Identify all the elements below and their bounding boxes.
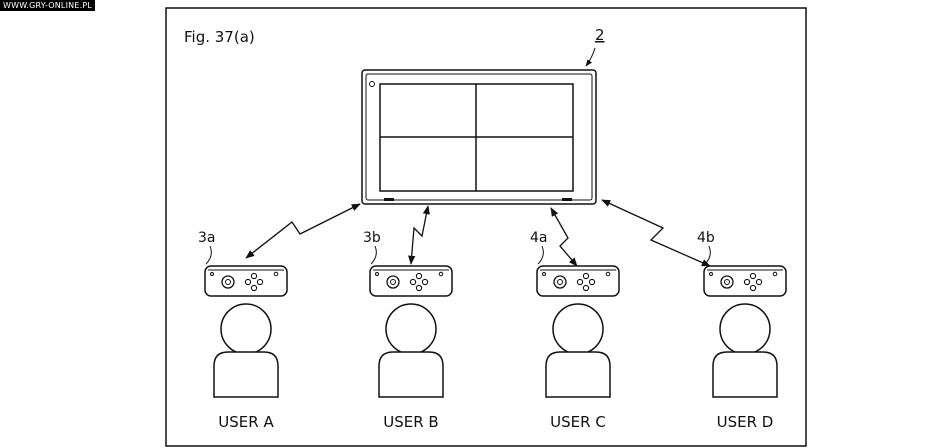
face-button-icon	[582, 272, 590, 280]
user-body	[712, 351, 778, 398]
controller	[536, 265, 620, 297]
face-button-icon	[256, 278, 264, 286]
face-button-icon	[250, 272, 258, 280]
face-button-icon	[415, 272, 423, 280]
wireless-link-b	[408, 205, 430, 265]
ref-leader-line	[205, 245, 212, 265]
user-label: USER D	[717, 413, 774, 431]
face-button-icon	[755, 278, 763, 286]
wireless-link-c	[550, 207, 578, 267]
face-button-icon	[415, 284, 423, 292]
small-button-icon	[438, 271, 444, 277]
small-button-icon	[772, 271, 778, 277]
wireless-link-a	[245, 203, 361, 259]
user-body	[378, 351, 444, 398]
small-button-icon	[605, 271, 611, 277]
user-body	[545, 351, 611, 398]
small-button-icon	[273, 271, 279, 277]
user-figure	[545, 303, 611, 398]
user-head	[220, 303, 272, 355]
figure-frame	[165, 7, 807, 447]
user-label: USER A	[218, 413, 274, 431]
face-button-icon	[576, 278, 584, 286]
analog-stick-icon	[720, 275, 734, 289]
controller	[369, 265, 453, 297]
face-button-icon	[749, 284, 757, 292]
analog-stick-icon	[553, 275, 567, 289]
ref-leader-line	[704, 245, 711, 265]
user-label: USER C	[550, 413, 606, 431]
analog-stick-icon	[386, 275, 400, 289]
controller-ref-label: 4a	[530, 230, 548, 246]
ref-leader-line	[370, 245, 377, 265]
face-button-icon	[582, 284, 590, 292]
controller-ref-label: 3a	[198, 230, 216, 246]
controller-ref-label: 3b	[363, 230, 381, 246]
figure-label: Fig. 37(a)	[184, 28, 255, 46]
user-figure	[378, 303, 444, 398]
face-button-icon	[244, 278, 252, 286]
wireless-link-d	[601, 199, 711, 267]
controller-ref-label: 4b	[697, 230, 715, 246]
face-button-icon	[588, 278, 596, 286]
console-ref-leader	[585, 47, 596, 67]
face-button-icon	[421, 278, 429, 286]
face-button-icon	[743, 278, 751, 286]
ref-leader-line	[537, 245, 544, 265]
user-head	[552, 303, 604, 355]
user-head	[385, 303, 437, 355]
analog-stick-icon	[221, 275, 235, 289]
user-label: USER B	[383, 413, 438, 431]
controller	[204, 265, 288, 297]
site-watermark: WWW.GRY-ONLINE.PL	[0, 0, 96, 11]
game-console	[361, 69, 597, 205]
controller	[703, 265, 787, 297]
user-figure	[712, 303, 778, 398]
user-figure	[213, 303, 279, 398]
user-head	[719, 303, 771, 355]
user-body	[213, 351, 279, 398]
wireless-links	[245, 199, 711, 267]
face-button-icon	[749, 272, 757, 280]
face-button-icon	[409, 278, 417, 286]
console-ref-label: 2	[595, 26, 605, 44]
face-button-icon	[250, 284, 258, 292]
